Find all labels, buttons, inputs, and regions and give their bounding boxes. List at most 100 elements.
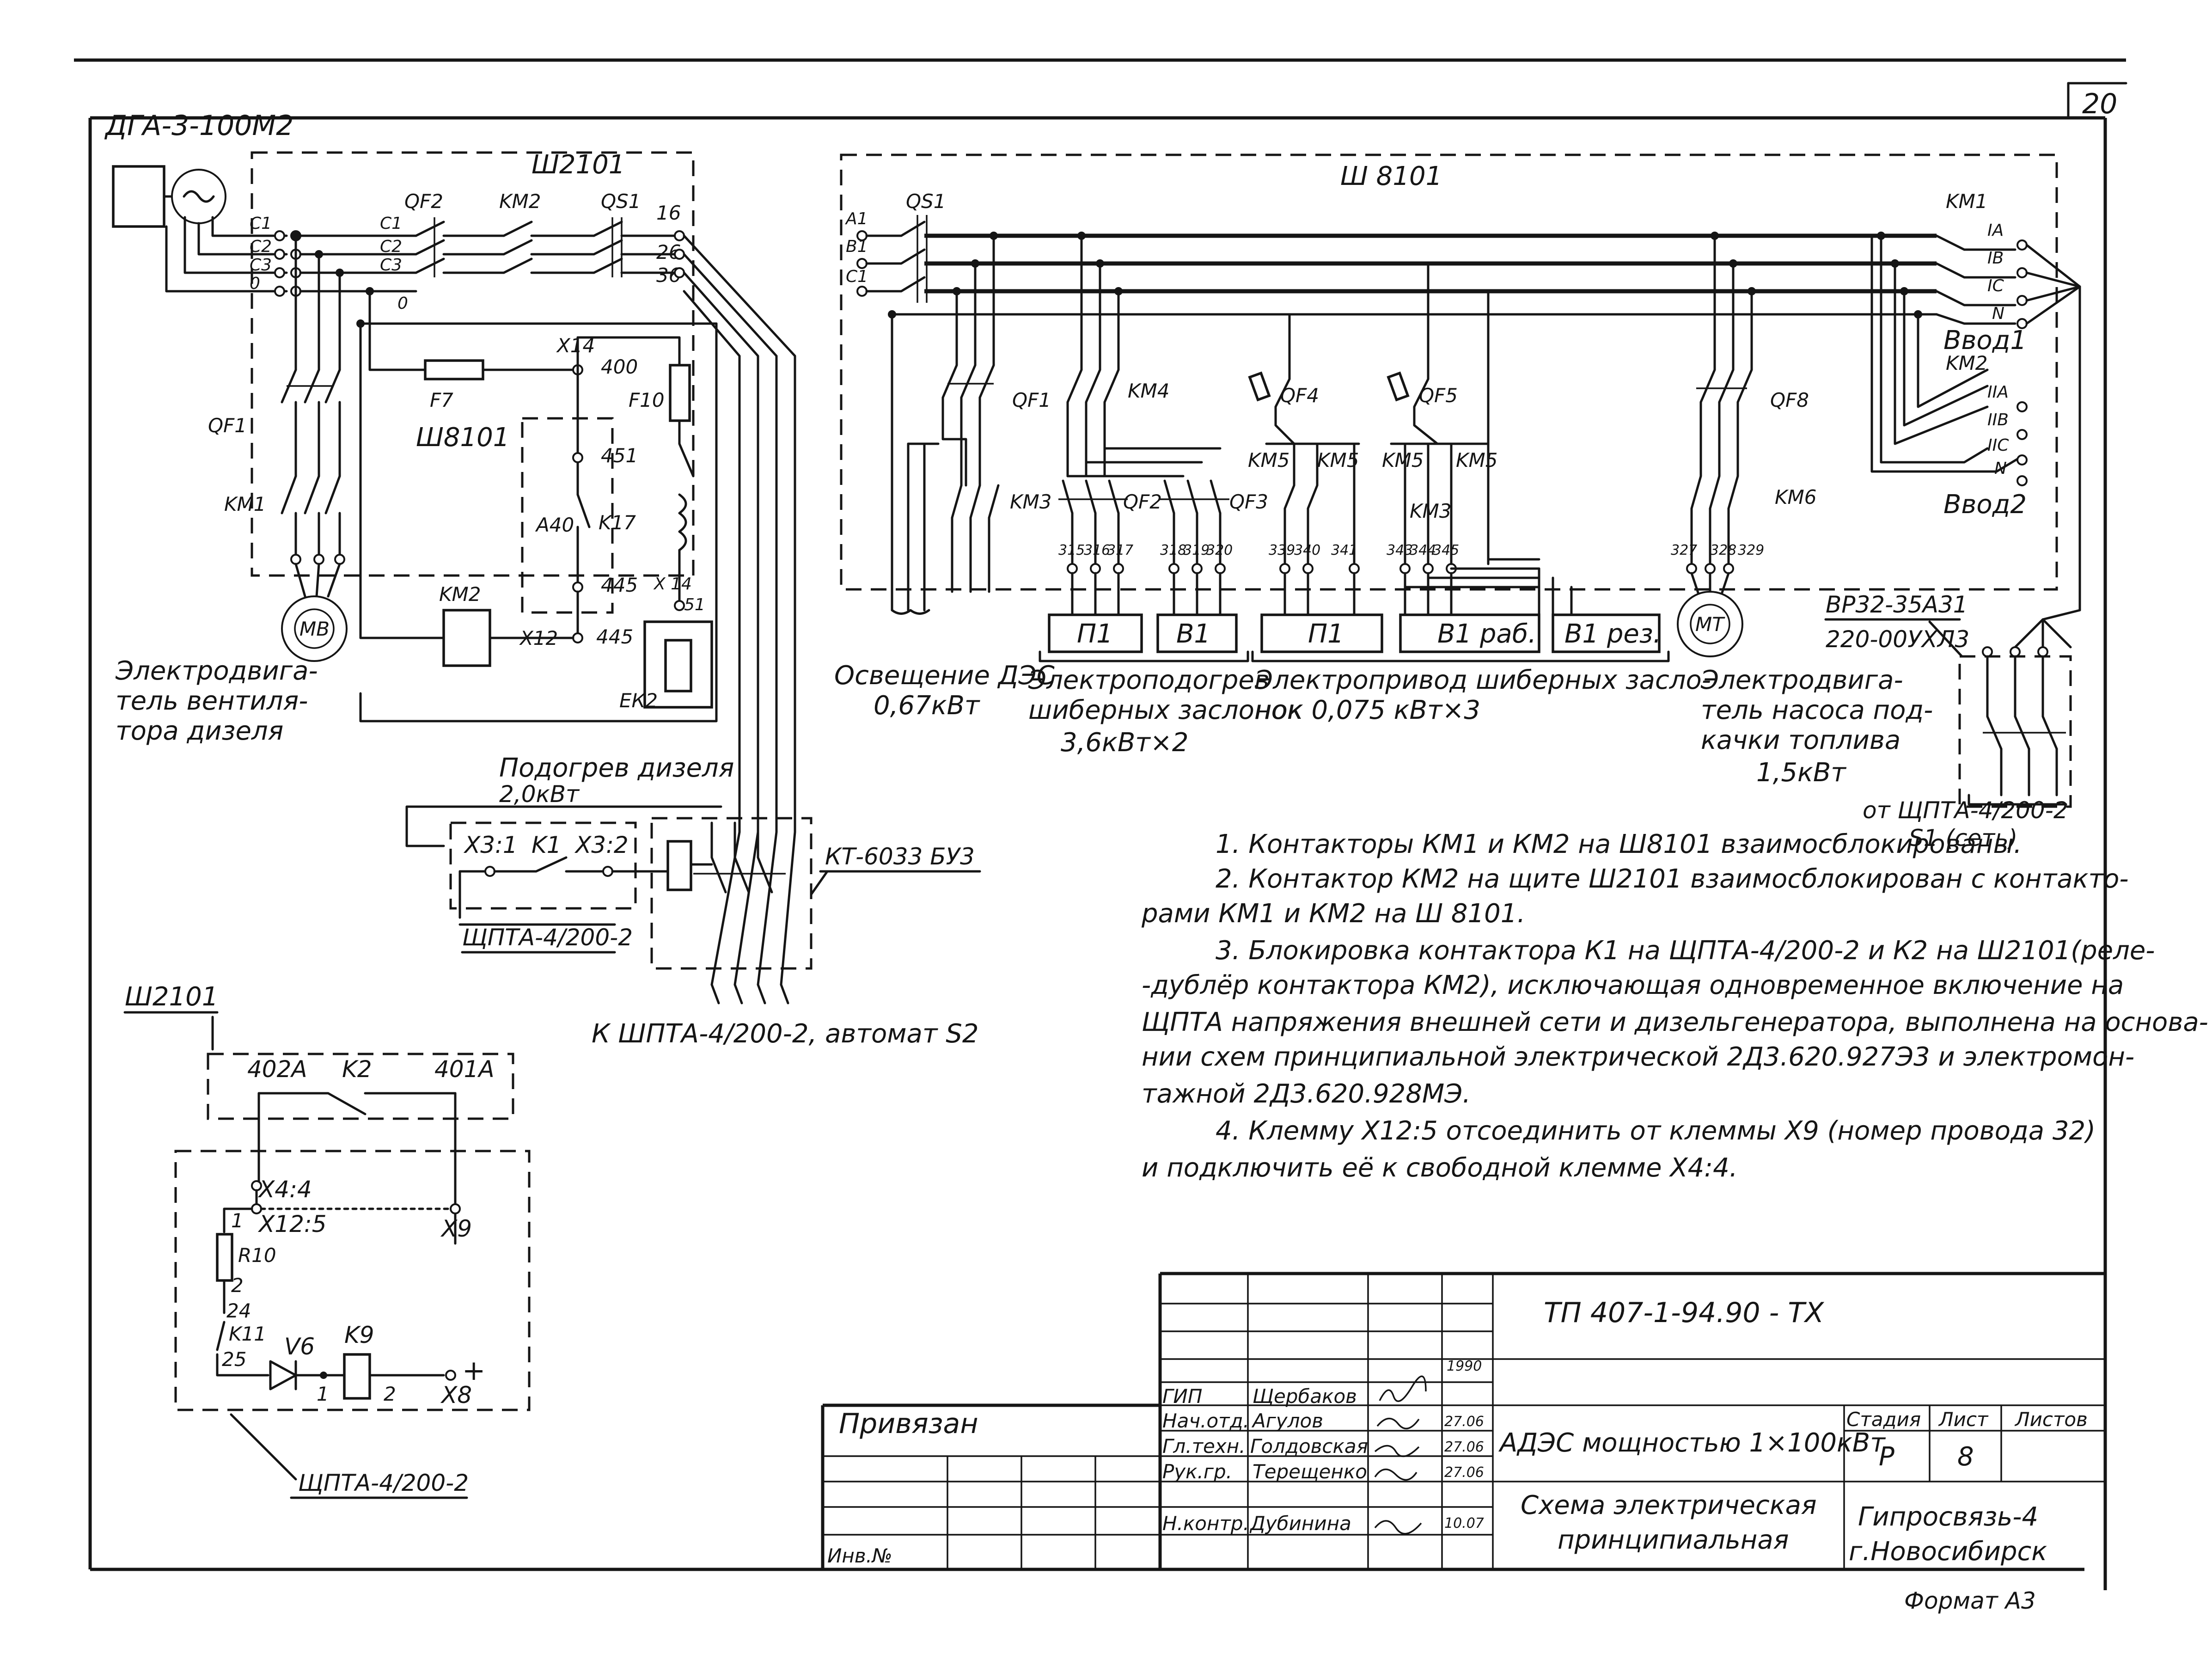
x9-label: X9 xyxy=(440,1215,472,1242)
dist-phase-terminals: A1 B1 C1 xyxy=(845,209,868,297)
svg-text:2,0кВт: 2,0кВт xyxy=(499,781,580,808)
x4-4-label: X4:4 xyxy=(257,1176,312,1203)
title-roles: ГИП Нач.отд. Гл.техн. Рук.гр. Н.контр. xyxy=(1162,1385,1249,1535)
year-label: 1990 xyxy=(1447,1358,1482,1374)
qf3-label: QF3 xyxy=(1229,490,1268,513)
qs1-dist-label: QS1 xyxy=(906,190,946,213)
km5-b-label: KM5 xyxy=(1317,449,1359,472)
qs1-label: QS1 xyxy=(601,190,641,213)
svg-text:C3: C3 xyxy=(380,256,402,275)
svg-text:IC: IC xyxy=(1987,276,2004,295)
stage-value: Р xyxy=(1879,1442,1894,1472)
node-402a-label: 402А xyxy=(247,1056,307,1083)
title-names: Щербаков Агулов Голдовская Терещенко Дуб… xyxy=(1249,1385,1368,1535)
org-line-2: г.Новосибирск xyxy=(1849,1537,2047,1567)
dist-qf1-label: QF1 xyxy=(1012,389,1051,411)
cabinet-sh2101-label: Ш2101 xyxy=(532,150,625,180)
svg-text:IIC: IIC xyxy=(1987,436,2009,455)
svg-text:шиберных заслонок: шиберных заслонок xyxy=(1028,695,1303,725)
sh2101-lower-label: Ш2101 xyxy=(125,982,218,1012)
relay-panel-label: ЩПТА-4/200-2 xyxy=(462,924,633,951)
heating-caption: Электроподогрев шиберных заслонок 3,6кВт… xyxy=(1028,665,1303,758)
svg-text:тель вентиля-: тель вентиля- xyxy=(116,686,308,716)
k2-label: K2 xyxy=(342,1056,372,1083)
object-name: АДЭС мощностью 1×100кВт xyxy=(1498,1428,1886,1458)
x12-5-label: X12:5 xyxy=(257,1211,327,1237)
diode-v6 xyxy=(269,1360,297,1390)
svg-text:318: 318 xyxy=(1160,542,1186,558)
k9-label: K9 xyxy=(344,1322,374,1348)
svg-text:317: 317 xyxy=(1107,542,1133,558)
kt6033-box xyxy=(650,817,813,970)
km5-d-label: KM5 xyxy=(1456,449,1498,472)
note-3: 3. Блокировка контактора К1 на ЩПТА-4/20… xyxy=(1216,936,2155,966)
cabinet-sh8101-inner-label: Ш8101 xyxy=(416,423,509,453)
inv-label: Инв.№ xyxy=(827,1544,892,1567)
privyazan-label: Привязан xyxy=(839,1408,978,1440)
x3-2-label: X3:2 xyxy=(574,832,629,858)
svg-text:3,6кВт×2: 3,6кВт×2 xyxy=(1061,728,1188,758)
plus-label: + xyxy=(462,1354,485,1387)
lighting-caption: Освещение ДЭС 0,67кВт xyxy=(834,661,1055,721)
page-number: 20 xyxy=(2082,88,2117,120)
distribution-section: Ш 8101 QS1 A1 B1 C1 Освещение ДЭС 0,67кВ… xyxy=(834,153,2058,788)
svg-text:Подогрев дизеля: Подогрев дизеля xyxy=(499,753,734,783)
shpta-lower-box xyxy=(174,1150,531,1411)
svg-text:Дубинина: Дубинина xyxy=(1249,1512,1351,1535)
load-v1-heat xyxy=(1156,613,1238,653)
cabinet-sh8101-label: Ш 8101 xyxy=(1340,161,1442,191)
note-3-cont-4: тажной 2Д3.620.928МЭ. xyxy=(1142,1079,1471,1109)
lead-1-label: 1 xyxy=(317,1383,329,1405)
svg-text:Агулов: Агулов xyxy=(1251,1409,1323,1432)
svg-text:Рук.гр.: Рук.гр. xyxy=(1162,1460,1232,1483)
svg-text:C1: C1 xyxy=(846,267,868,286)
lead-2-label: 2 xyxy=(384,1383,396,1405)
svg-text:27.06: 27.06 xyxy=(1444,1464,1484,1481)
load-p1-heat xyxy=(1048,613,1143,653)
svg-text:В1 рез.: В1 рез. xyxy=(1564,619,1661,649)
note-2-cont: рами КМ1 и КМ2 на Ш 8101. xyxy=(1141,899,1525,929)
generator-label: ДГА-3-100М2 xyxy=(104,110,293,142)
heater-caption: Подогрев дизеля 2,0кВт xyxy=(499,753,734,808)
fuse-f10 xyxy=(669,364,691,422)
sheet-no-value: 8 xyxy=(1957,1442,1974,1472)
km1-input-label: KM1 xyxy=(1946,190,1988,213)
qf5-label: QF5 xyxy=(1419,384,1458,407)
sheet-frame: 20 Формат А3 xyxy=(74,58,2127,1614)
svg-text:В1 раб.: В1 раб. xyxy=(1437,619,1536,649)
qf1-label: QF1 xyxy=(208,414,247,437)
svg-text:315: 315 xyxy=(1058,542,1085,558)
x3-1-label: X3:1 xyxy=(463,832,518,858)
svg-text:27.06: 27.06 xyxy=(1444,1439,1484,1455)
vr32-sub-label: 220-00УХЛ3 xyxy=(1826,626,1969,653)
cabinet-sh2101-border xyxy=(251,151,695,577)
relay-bottom-caption: К ШПТА-4/200-2, автомат S2 xyxy=(592,1019,978,1049)
actuator-terminal-numbers: 339 340 341 343 344 345 xyxy=(1269,542,1459,574)
km5-a-label: KM5 xyxy=(1248,449,1290,472)
node-445-top-label: 445 xyxy=(601,574,638,596)
svg-text:C2: C2 xyxy=(380,237,402,256)
km2-input-label: KM2 xyxy=(1946,352,1988,374)
x14-bottom-label: X 14 xyxy=(653,575,692,594)
load-v1-work xyxy=(1399,613,1540,653)
svg-text:319: 319 xyxy=(1183,542,1210,558)
title-block: ТП 407-1-94.90 - ТХ 1990 Привязан Инв.№ … xyxy=(821,1272,2105,1569)
svg-text:343: 343 xyxy=(1387,542,1413,558)
fan-motor-code: МВ xyxy=(299,618,330,640)
svg-text:Электропривод шиберных засло-: Электропривод шиберных засло- xyxy=(1254,665,1711,695)
load-p1-act xyxy=(1260,613,1383,653)
svg-text:Щербаков: Щербаков xyxy=(1253,1385,1357,1408)
svg-text:344: 344 xyxy=(1410,542,1436,558)
qf2-dist-label: QF2 xyxy=(1123,490,1162,513)
resistor-r10 xyxy=(216,1233,233,1282)
fuse-f7 xyxy=(424,359,484,380)
pin-1-label: 1 xyxy=(231,1209,244,1232)
km3-a-label: KM3 xyxy=(1010,490,1052,513)
svg-text:0: 0 xyxy=(250,274,260,293)
s1-label: S1 (сеть) xyxy=(1909,825,2017,851)
svg-text:нок 0,075 кВт×3: нок 0,075 кВт×3 xyxy=(1255,695,1480,725)
svg-text:A1: A1 xyxy=(845,209,868,228)
svg-text:Терещенко: Терещенко xyxy=(1253,1460,1367,1483)
shpta-source-label: от ЩПТА-4/200-2 xyxy=(1863,797,2068,824)
